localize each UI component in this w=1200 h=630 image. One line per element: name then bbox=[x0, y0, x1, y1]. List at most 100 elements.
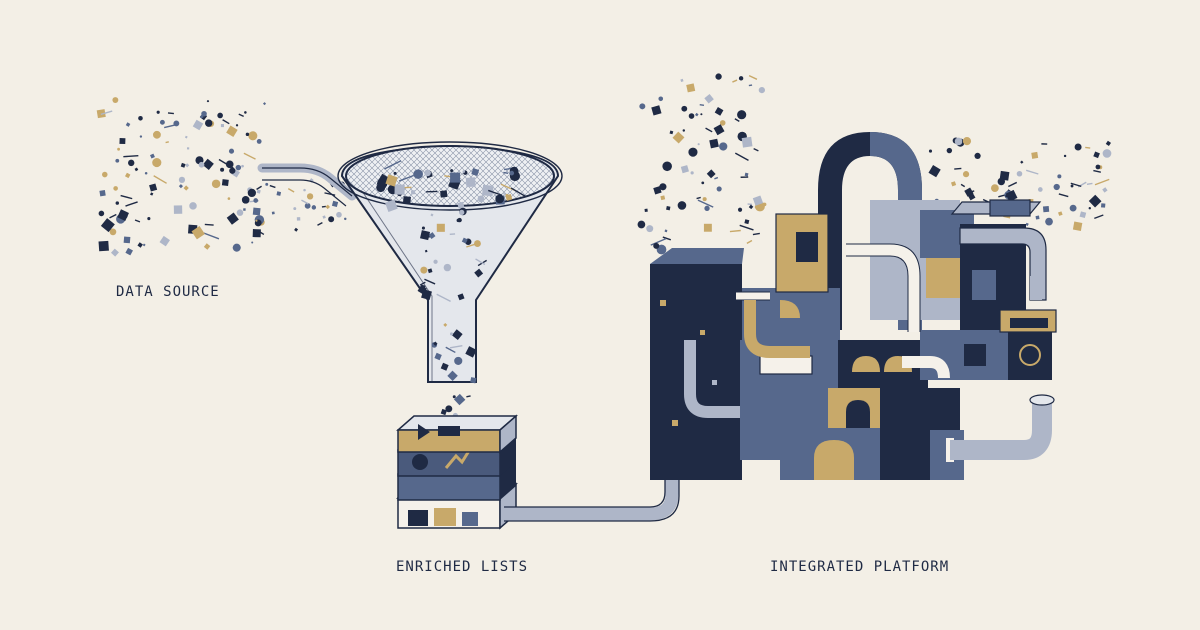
particle bbox=[714, 107, 724, 116]
particle bbox=[946, 147, 953, 154]
particle bbox=[317, 222, 323, 226]
particle bbox=[680, 78, 684, 83]
particle bbox=[150, 192, 154, 196]
particle bbox=[243, 152, 256, 160]
particle bbox=[659, 183, 667, 191]
particle bbox=[152, 130, 161, 139]
particle bbox=[443, 263, 452, 272]
particle bbox=[474, 240, 481, 248]
particle bbox=[276, 191, 282, 196]
particle bbox=[436, 223, 445, 232]
particle bbox=[204, 223, 214, 226]
stacked-trays-icon bbox=[396, 414, 518, 530]
particle bbox=[1057, 174, 1062, 179]
particle bbox=[686, 83, 696, 93]
particle bbox=[251, 241, 254, 244]
particle bbox=[447, 370, 458, 382]
particle bbox=[709, 138, 719, 149]
particle bbox=[997, 177, 1006, 186]
particle bbox=[173, 205, 183, 214]
particle bbox=[457, 201, 465, 209]
particle bbox=[699, 103, 705, 107]
particle bbox=[125, 247, 133, 256]
particle bbox=[191, 226, 205, 240]
particle bbox=[258, 230, 265, 236]
particle bbox=[393, 171, 397, 175]
particle bbox=[222, 119, 230, 125]
funnel-icon bbox=[337, 141, 563, 383]
data-stream-particles bbox=[253, 178, 347, 232]
particle bbox=[159, 119, 165, 125]
particle bbox=[304, 202, 311, 209]
particle bbox=[681, 105, 688, 112]
particle bbox=[303, 188, 306, 192]
particle bbox=[503, 171, 509, 175]
particle bbox=[440, 362, 449, 371]
particle bbox=[950, 181, 957, 187]
particle bbox=[420, 266, 428, 274]
particle bbox=[156, 110, 160, 114]
particle bbox=[301, 199, 309, 205]
particle bbox=[954, 167, 962, 170]
particle bbox=[100, 110, 113, 116]
particle bbox=[741, 136, 753, 148]
particle bbox=[664, 229, 668, 233]
particle bbox=[729, 229, 741, 233]
particle bbox=[198, 161, 205, 168]
particle bbox=[244, 111, 247, 114]
particle bbox=[424, 278, 436, 285]
particle bbox=[252, 229, 261, 238]
particle bbox=[653, 186, 662, 195]
particle bbox=[700, 113, 703, 116]
particle bbox=[217, 112, 223, 119]
particle bbox=[1031, 151, 1039, 159]
particle bbox=[928, 165, 941, 178]
particle bbox=[255, 219, 258, 222]
particle bbox=[99, 190, 106, 197]
particle bbox=[421, 226, 425, 230]
particle bbox=[1088, 194, 1102, 208]
particle bbox=[1085, 146, 1091, 149]
particle bbox=[734, 118, 740, 123]
particle bbox=[189, 202, 197, 210]
particle bbox=[461, 237, 468, 244]
particle bbox=[505, 193, 513, 201]
particle bbox=[474, 268, 484, 278]
particle bbox=[737, 207, 743, 212]
particle bbox=[1102, 149, 1112, 158]
particle bbox=[164, 124, 176, 129]
particle bbox=[662, 236, 672, 241]
particle bbox=[221, 179, 229, 187]
particle bbox=[449, 184, 456, 189]
particle bbox=[203, 232, 220, 240]
particle bbox=[183, 185, 189, 191]
particle bbox=[488, 189, 503, 196]
particle bbox=[109, 228, 117, 236]
particle bbox=[256, 185, 262, 190]
particle bbox=[192, 119, 204, 131]
particle bbox=[134, 167, 139, 172]
particle bbox=[680, 165, 689, 174]
particle bbox=[495, 194, 505, 204]
particle bbox=[737, 110, 747, 120]
particle bbox=[646, 225, 654, 233]
particle bbox=[248, 131, 258, 141]
particle bbox=[695, 112, 699, 117]
particle bbox=[178, 184, 183, 189]
particle bbox=[719, 120, 726, 126]
particle bbox=[256, 189, 261, 194]
particle bbox=[228, 148, 235, 154]
particle bbox=[462, 170, 466, 173]
particle bbox=[748, 84, 753, 87]
particle bbox=[758, 86, 765, 94]
particle bbox=[139, 135, 143, 138]
particle bbox=[419, 281, 426, 286]
particle bbox=[138, 116, 143, 121]
particle bbox=[457, 293, 465, 301]
particle bbox=[651, 105, 662, 116]
particle bbox=[235, 124, 239, 127]
particle bbox=[287, 187, 295, 193]
particle bbox=[112, 97, 119, 103]
particle bbox=[696, 196, 701, 200]
particle bbox=[964, 187, 974, 197]
